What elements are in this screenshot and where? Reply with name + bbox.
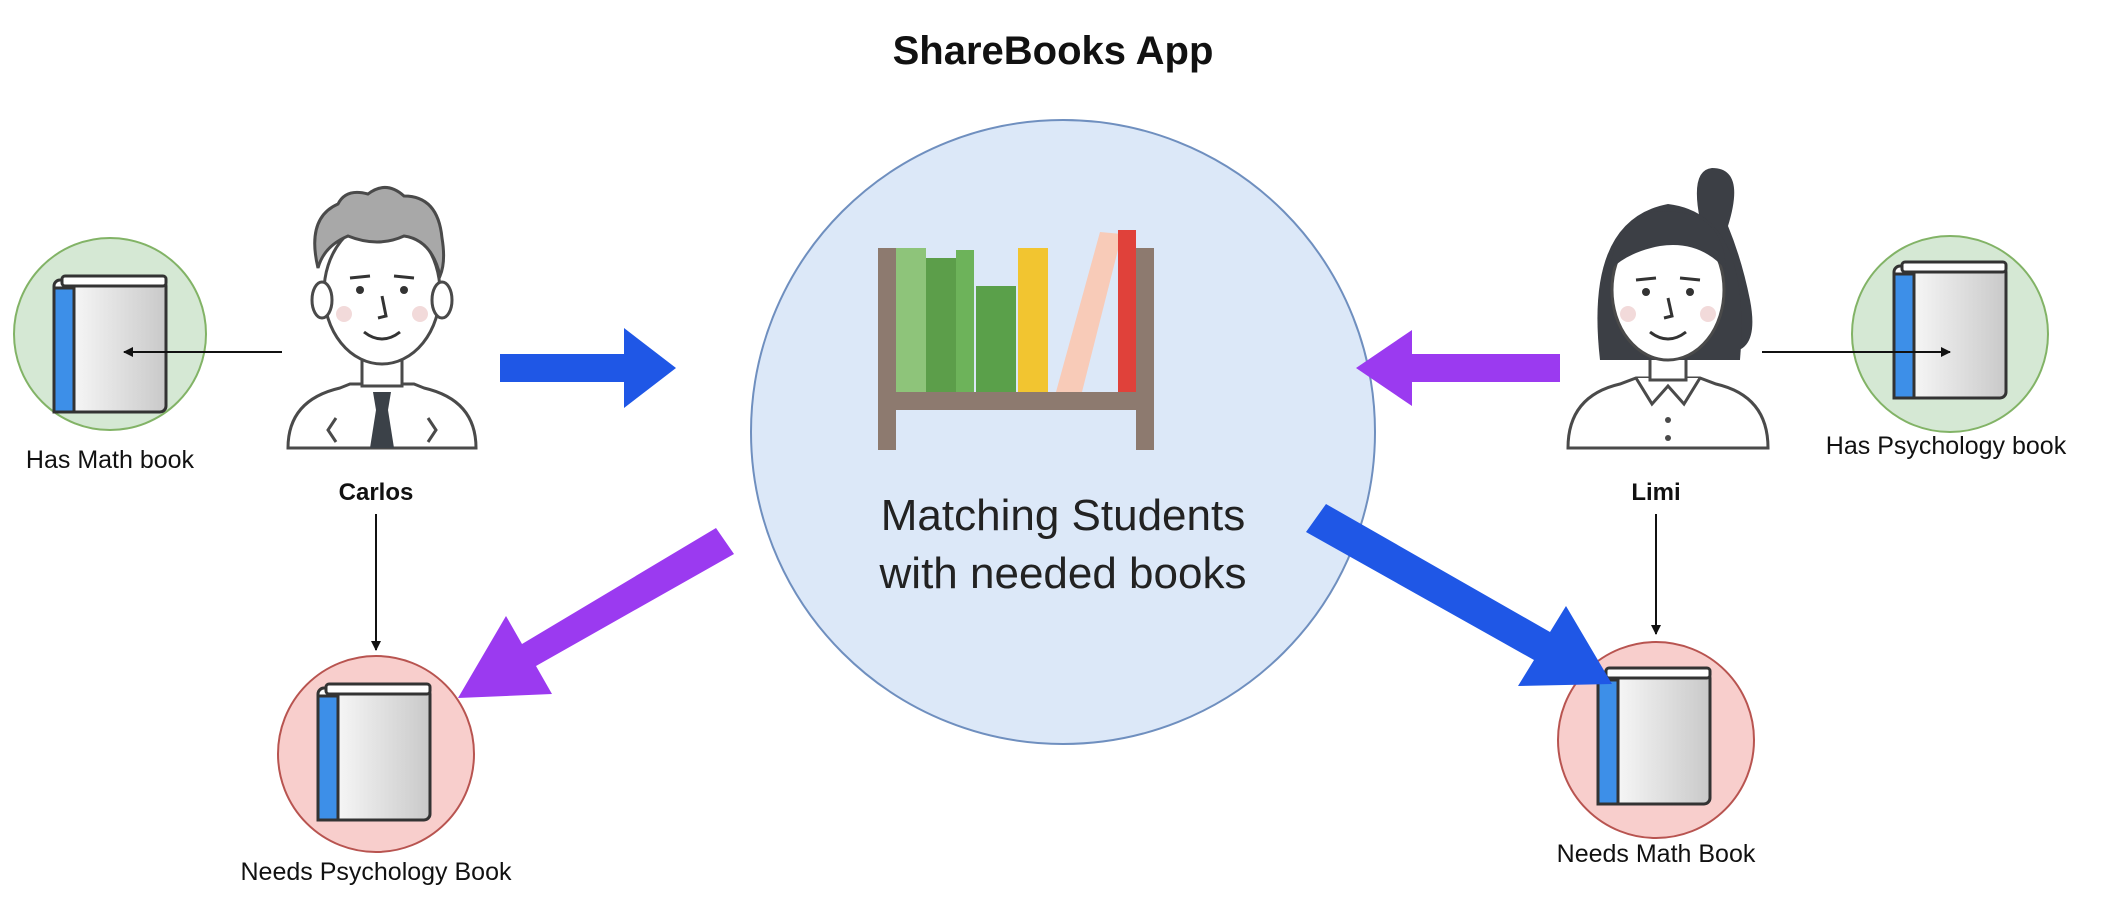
limi-has-label: Has Psychology book [1826, 432, 2067, 460]
psychology-book-icon [1892, 260, 2008, 400]
limi-has-book-node [1851, 235, 2049, 433]
hub-label-line1: Matching Students [881, 491, 1245, 540]
page-title: ShareBooks App [893, 29, 1214, 73]
carlos-has-label: Has Math book [26, 446, 195, 474]
limi-avatar [1566, 168, 1770, 450]
carlos-avatar [286, 186, 478, 450]
hub-to-carlos-arrow [458, 528, 734, 698]
carlos-to-hub-arrow [500, 328, 676, 408]
carlos-needs-book-node [277, 655, 475, 853]
hub-circle [750, 119, 1376, 745]
limi-needs-label: Needs Math Book [1557, 840, 1756, 868]
carlos-needs-label: Needs Psychology Book [241, 858, 512, 886]
carlos-has-book-node [13, 237, 207, 431]
limi-name: Limi [1631, 479, 1680, 506]
hub-to-limi-arrow [1306, 504, 1612, 686]
carlos-name: Carlos [339, 479, 414, 506]
limi-to-hub-arrow [1356, 330, 1560, 406]
limi-needs-book-node [1557, 641, 1755, 839]
hub-label-line2: with needed books [879, 549, 1247, 598]
math-book-icon [52, 274, 168, 414]
psychology-book-icon [316, 682, 432, 822]
matching-hub: Matching Students with needed books [750, 119, 1376, 745]
math-book-icon [1596, 666, 1712, 806]
bookshelf-icon [878, 230, 1154, 450]
